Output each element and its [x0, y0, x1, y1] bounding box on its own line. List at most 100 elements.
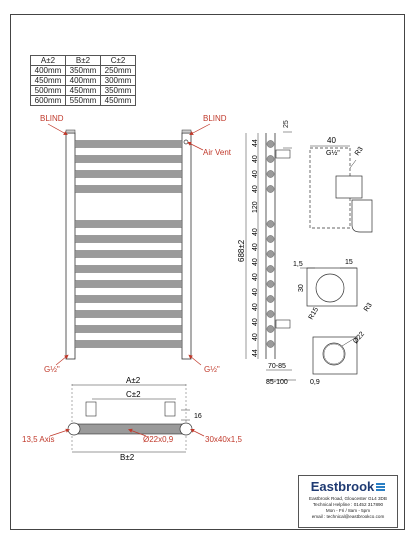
right-end-cap [181, 129, 192, 134]
towel-bar [74, 185, 183, 193]
right-rail [181, 132, 192, 360]
towel-bar [74, 250, 183, 258]
company-hours: Mon - Fri / 8am - 5pm [325, 508, 371, 513]
bar-end-marker [266, 220, 275, 228]
bottom-bar [74, 423, 186, 435]
company-name: Eastbrook [310, 479, 375, 494]
side-view: 25 44 40 40 40 120 40 40 40 40 40 40 40 … [237, 120, 296, 386]
bar-end-marker [266, 185, 275, 193]
detail-g-half: G½" [326, 149, 340, 157]
dim-16-label: 16 [194, 413, 202, 420]
detail-r15: R15 [308, 306, 321, 321]
bottom-bracket [275, 319, 291, 329]
towel-bar [74, 140, 183, 148]
dim-40: 40 [252, 288, 259, 296]
pipe-stub [335, 175, 363, 199]
towel-bar [74, 310, 183, 318]
towel-bar [74, 280, 183, 288]
towel-bar [74, 155, 183, 163]
bar-end-marker [266, 295, 275, 303]
right-valve [164, 401, 176, 417]
blind-left-leader [47, 123, 68, 136]
eastbrook-logo-icon [376, 482, 386, 492]
left-rail-end [67, 422, 81, 436]
inlet-left-label: G½" [44, 365, 60, 374]
towel-bar [74, 295, 183, 303]
dim-40: 40 [252, 318, 259, 326]
bar-end-marker [266, 265, 275, 273]
dim-40: 40 [252, 155, 259, 163]
dim-40: 40 [252, 258, 259, 266]
company-address: Eastbrook Road, Gloucester GL4 3DB [309, 496, 387, 501]
detail-15: 15 [345, 259, 353, 266]
left-valve [85, 401, 97, 417]
bar-end-marker [266, 155, 275, 163]
inlet-left-leader [55, 354, 69, 366]
towel-bar [74, 340, 183, 348]
detail-40: 40 [327, 136, 336, 145]
blind-left-label: BLIND [40, 114, 64, 123]
detail-dia22: Ø22 [352, 331, 366, 346]
detail-0-9: 0,9 [310, 379, 320, 386]
drawing-frame [10, 14, 405, 530]
size-table: A±2 B±2 C±2 400mm 350mm 250mm 450mm 400m… [30, 55, 136, 106]
detail-r3-mid: R3 [363, 302, 374, 313]
dim-40: 40 [252, 243, 259, 251]
bar-end-marker [266, 250, 275, 258]
dim-25: 25 [283, 120, 290, 128]
blind-right-leader [189, 123, 211, 135]
dim-40: 40 [252, 228, 259, 236]
dim-a-label: A±2 [126, 376, 141, 385]
bar-end-marker [266, 235, 275, 243]
detail-1-5: 1,5 [293, 261, 303, 268]
bar-end-marker [266, 140, 275, 148]
tube-section [322, 342, 346, 366]
air-vent-label: Air Vent [203, 148, 232, 157]
dim-44-bottom: 44 [252, 349, 259, 357]
towel-bar [74, 265, 183, 273]
dim-120: 120 [252, 201, 259, 213]
top-bracket [275, 149, 291, 159]
dim-40: 40 [252, 185, 259, 193]
towel-bar [74, 170, 183, 178]
bar-end-marker [266, 170, 275, 178]
detail-bottom: Ø22 0,9 [310, 331, 366, 386]
rail-label: 30x40x1,5 [205, 435, 242, 444]
bar-end-marker [266, 280, 275, 288]
towel-bar [74, 220, 183, 228]
bar-end-markers [266, 140, 275, 348]
bar-end-marker [266, 310, 275, 318]
bar-end-marker [266, 325, 275, 333]
bottom-view: A±2 C±2 B±2 16 13,5 Axis Ø22x0,9 30x40x1… [22, 376, 242, 462]
dim-40: 40 [252, 273, 259, 281]
left-rail [65, 132, 76, 360]
front-view: BLIND BLIND Air Vent G½" G½" [40, 114, 232, 374]
air-vent-icon [183, 139, 189, 145]
dim-85-100: 85-100 [266, 379, 288, 386]
towel-bars [74, 140, 183, 348]
dim-40: 40 [252, 170, 259, 178]
detail-middle: 1,5 15 30 R15 R3 [293, 259, 374, 321]
dim-40: 40 [252, 333, 259, 341]
blind-right-label: BLIND [203, 114, 227, 123]
bar-end-marker [266, 340, 275, 348]
dim-c-label: C±2 [126, 390, 141, 399]
air-vent-leader [187, 142, 204, 151]
detail-top: 40 G½" R3 [309, 136, 373, 233]
inlet-right-label: G½" [204, 365, 220, 374]
dim-40: 40 [252, 303, 259, 311]
detail-r3-top: R3 [354, 146, 365, 157]
company-email: email : technical@eastbrookco.com [311, 514, 385, 519]
left-end-cap [65, 129, 76, 134]
cell: 450mm [100, 95, 136, 106]
company-helpline: Technical Helpline : 01452 317890 [312, 502, 384, 507]
tube-label: Ø22x0,9 [143, 435, 174, 444]
inlet-right-leader [188, 354, 202, 366]
bracket-ring [315, 273, 345, 303]
dim-70-85: 70-85 [268, 363, 286, 370]
axis-label: 13,5 Axis [22, 435, 54, 444]
dim-b-label: B±2 [120, 453, 135, 462]
company-box: Eastbrook Eastbrook Road, Gloucester GL4… [298, 475, 398, 528]
